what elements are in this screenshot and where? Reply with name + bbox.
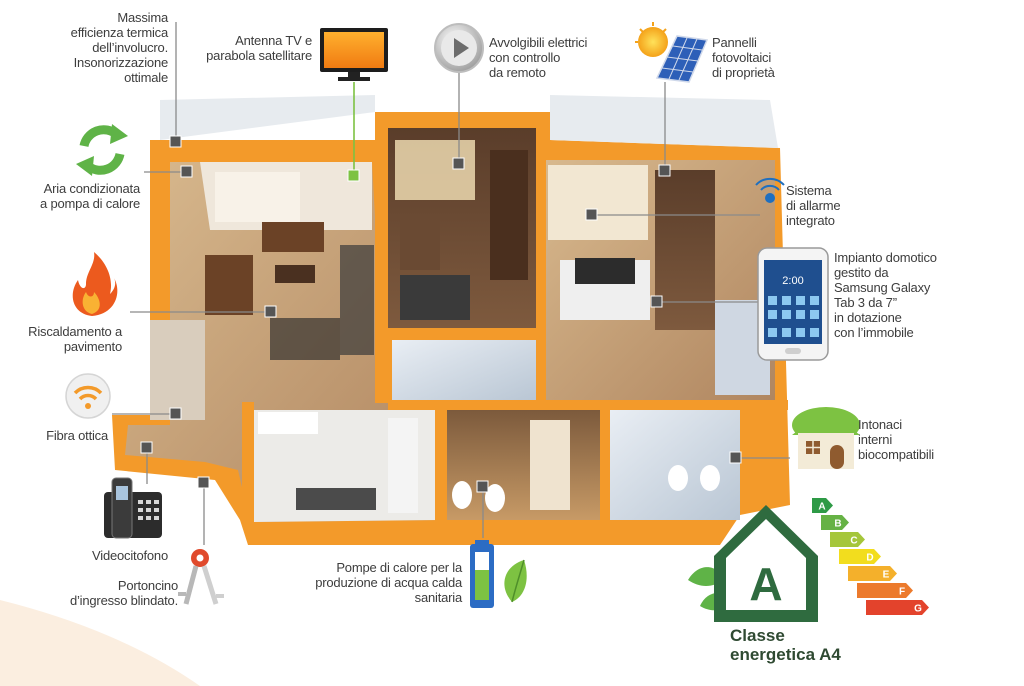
energy-scale-letter-f: F bbox=[899, 587, 905, 598]
label-antenna: Antenna TV e parabola satellitare bbox=[206, 33, 312, 63]
battery-icon bbox=[470, 540, 494, 608]
videophone-icon bbox=[104, 477, 162, 539]
energy-scale-letter-g: G bbox=[914, 604, 922, 615]
label-domotico: Impianto domotico gestito da Samsung Gal… bbox=[834, 250, 937, 340]
label-pannelli: Pannelli fotovoltaici di proprietà bbox=[712, 35, 775, 80]
energy-scale-bar-d bbox=[839, 549, 881, 564]
wifi-icon bbox=[65, 373, 111, 419]
bathroom-1 bbox=[447, 410, 602, 520]
label-videocitofono: Videocitofono bbox=[92, 548, 168, 563]
bathroom-2 bbox=[610, 410, 740, 520]
label-fibra: Fibra ottica bbox=[46, 428, 108, 443]
energy-scale-bar-e bbox=[848, 566, 897, 581]
energy-scale-letter-e: E bbox=[883, 570, 890, 581]
label-pompe: Pompe di calore per la produzione di acq… bbox=[315, 560, 462, 605]
keys-icon bbox=[178, 549, 224, 605]
energy-scale-letter-d: D bbox=[866, 553, 873, 564]
recycle-icon bbox=[76, 124, 128, 176]
label-riscaldamento: Riscaldamento a pavimento bbox=[28, 324, 122, 354]
label-portoncino: Portoncino d’ingresso blindato. bbox=[69, 578, 178, 608]
tablet-icon: 2:00 bbox=[757, 247, 829, 361]
label-aria: Aria condizionata a pompa di calore bbox=[40, 181, 140, 211]
play-icon bbox=[434, 23, 484, 73]
eco-house-icon bbox=[792, 407, 860, 469]
energy-letter-main: A bbox=[749, 558, 782, 610]
svg-text:2:00: 2:00 bbox=[782, 275, 803, 287]
label-avvolgibili: Avvolgibili elettrici con controllo da r… bbox=[489, 35, 588, 80]
floorplan bbox=[112, 95, 790, 545]
energy-scale-bar-b bbox=[821, 515, 849, 530]
label-intonaci: Intonaci interni biocompatibili bbox=[858, 417, 934, 462]
energy-scale-letter-b: B bbox=[834, 519, 841, 530]
energy-scale-bar-a bbox=[812, 498, 833, 513]
energy-scale-bar-c bbox=[830, 532, 865, 547]
wireless-sensor-icon bbox=[755, 177, 785, 203]
flame-icon bbox=[72, 252, 118, 316]
energy-scale-bar-f bbox=[857, 583, 913, 598]
label-allarme: Sistema di allarme integrato bbox=[786, 183, 841, 228]
label-involucro: Massima efficienza termica dell’involucr… bbox=[70, 10, 169, 85]
leader-lines bbox=[112, 22, 790, 545]
energy-scale-letter-c: C bbox=[850, 536, 857, 547]
hallway bbox=[392, 340, 537, 400]
energy-scale-bar-g bbox=[866, 600, 929, 615]
energy-scale-letter-a: A bbox=[818, 502, 825, 513]
energy-class-label: Classe energetica A4 bbox=[730, 626, 841, 664]
leaf-icon bbox=[504, 559, 527, 603]
solar-panel-icon bbox=[635, 22, 709, 83]
leader-markers bbox=[140, 135, 742, 493]
tv-icon bbox=[320, 28, 388, 81]
